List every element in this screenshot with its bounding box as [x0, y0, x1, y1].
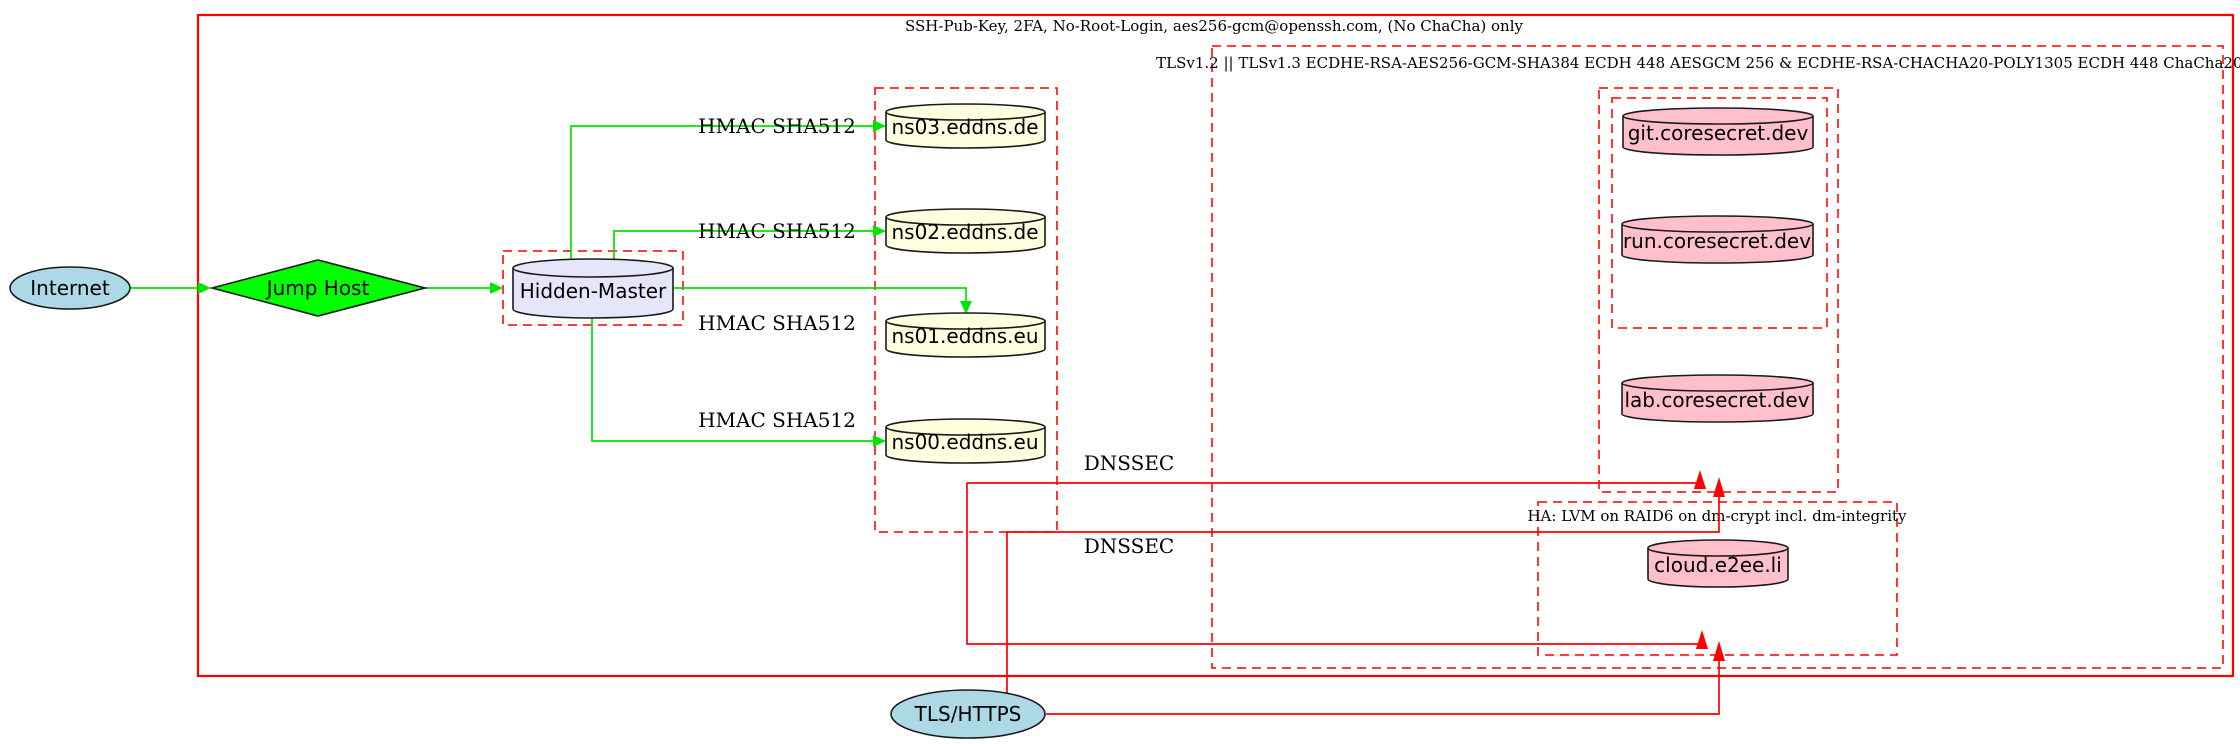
- node-ns03: ns03.eddns.de: [885, 103, 1046, 149]
- arrowhead-tls-coresecret: [1713, 477, 1725, 497]
- run-cylinder-body: [1621, 224, 1814, 264]
- node-tls-https: TLS/HTTPS: [890, 689, 1046, 739]
- edge-label-dnssec-1: DNSSEC: [1084, 451, 1175, 475]
- lab-label: lab.coresecret.dev: [1624, 388, 1809, 412]
- git-label: git.coresecret.dev: [1628, 121, 1809, 145]
- node-cloud: cloud.e2ee.li: [1647, 539, 1789, 588]
- edge-label-hmac-ns01: HMAC SHA512: [698, 311, 856, 335]
- ns02-label: ns02.eddns.de: [891, 220, 1038, 244]
- edge-label-hmac-ns00: HMAC SHA512: [698, 408, 856, 432]
- edge-label-dnssec-2: DNSSEC: [1084, 534, 1175, 558]
- node-git: git.coresecret.dev: [1622, 107, 1814, 156]
- hidden-master-label: Hidden-Master: [520, 279, 667, 303]
- ns00-cylinder-body: [885, 427, 1046, 464]
- ns02-cylinder-body: [885, 217, 1046, 254]
- node-internet: Internet: [9, 266, 131, 310]
- jump-host-diamond: [208, 259, 429, 317]
- ssh-cluster-label: SSH-Pub-Key, 2FA, No-Root-Login, aes256-…: [905, 17, 1524, 35]
- git-cylinder-top: [1622, 107, 1814, 125]
- arrowhead-ns03: [873, 120, 886, 132]
- arrowhead-dnssec-ha: [1696, 630, 1708, 649]
- lab-cylinder-body: [1621, 383, 1814, 423]
- ns01-cylinder-body: [885, 321, 1046, 358]
- git-cylinder-body: [1622, 116, 1814, 156]
- edge-tls-ha: [1046, 661, 1720, 715]
- red-arrowheads: [1694, 470, 1725, 661]
- red-edges: [966, 482, 1720, 715]
- arrowhead-hiddenmaster: [490, 282, 503, 294]
- hidden-master-cylinder-body: [512, 268, 674, 319]
- ns02-cylinder-top: [885, 208, 1046, 226]
- arrowhead-ns02: [873, 225, 886, 237]
- ha-cluster-label: HA: LVM on RAID6 on dm-crypt incl. dm-in…: [1527, 507, 1907, 525]
- tls-https-label: TLS/HTTPS: [914, 702, 1022, 726]
- edge-hm-ns02: [613, 230, 874, 266]
- green-edges: [130, 125, 967, 442]
- green-arrowheads: [198, 120, 972, 447]
- cloud-label: cloud.e2ee.li: [1654, 553, 1782, 577]
- ns01-cylinder-top: [885, 312, 1046, 330]
- ns00-label: ns00.eddns.eu: [891, 430, 1038, 454]
- node-ns01: ns01.eddns.eu: [885, 312, 1046, 358]
- arrowhead-tls-ha: [1713, 641, 1725, 661]
- ns03-label: ns03.eddns.de: [891, 115, 1038, 139]
- node-hidden-master: Hidden-Master: [512, 258, 674, 319]
- jump-host-label: Jump Host: [265, 276, 370, 300]
- edge-hm-ns00: [591, 316, 874, 442]
- arrowhead-ns00: [873, 435, 886, 447]
- run-label: run.coresecret.dev: [1623, 229, 1811, 253]
- arrowhead-dnssec-coresecret: [1694, 470, 1706, 489]
- edge-hm-ns03: [570, 125, 874, 266]
- internet-label: Internet: [30, 276, 110, 300]
- tls-cluster-box: [1211, 45, 2224, 669]
- hidden-master-cylinder-top: [512, 258, 674, 278]
- edge-dnssec-ha: [966, 483, 1702, 645]
- edge-tls-coresecret: [1006, 497, 1720, 695]
- ssh-cluster-box: [196, 13, 2235, 678]
- ns03-cylinder-top: [885, 103, 1046, 121]
- node-lab: lab.coresecret.dev: [1621, 374, 1814, 423]
- node-ns02: ns02.eddns.de: [885, 208, 1046, 254]
- tls-cluster-label: TLSv1.2 || TLSv1.3 ECDHE-RSA-AES256-GCM-…: [1156, 54, 2240, 72]
- edge-label-hmac-ns02: HMAC SHA512: [698, 219, 856, 243]
- run-cylinder-top: [1621, 215, 1814, 233]
- coresecret-cluster-box: [1598, 87, 1839, 493]
- node-jump-host: Jump Host: [208, 259, 429, 317]
- arrowhead-jumphost: [198, 282, 211, 294]
- edge-label-hmac-ns03: HMAC SHA512: [698, 114, 856, 138]
- ns03-cylinder-body: [885, 112, 1046, 149]
- cloud-cylinder-top: [1647, 539, 1789, 557]
- edge-hm-ns01: [673, 287, 967, 301]
- ns01-label: ns01.eddns.eu: [891, 324, 1038, 348]
- cloud-cylinder-body: [1647, 548, 1789, 588]
- arrowhead-ns01: [960, 301, 972, 314]
- internet-ellipse: [9, 266, 131, 310]
- node-ns00: ns00.eddns.eu: [885, 418, 1046, 464]
- ns00-cylinder-top: [885, 418, 1046, 436]
- dns-cluster-box: [874, 87, 1058, 533]
- lab-cylinder-top: [1621, 374, 1814, 392]
- tls-https-ellipse: [890, 689, 1046, 739]
- node-run: run.coresecret.dev: [1621, 215, 1814, 264]
- coresecret-inner-cluster-box: [1611, 97, 1828, 329]
